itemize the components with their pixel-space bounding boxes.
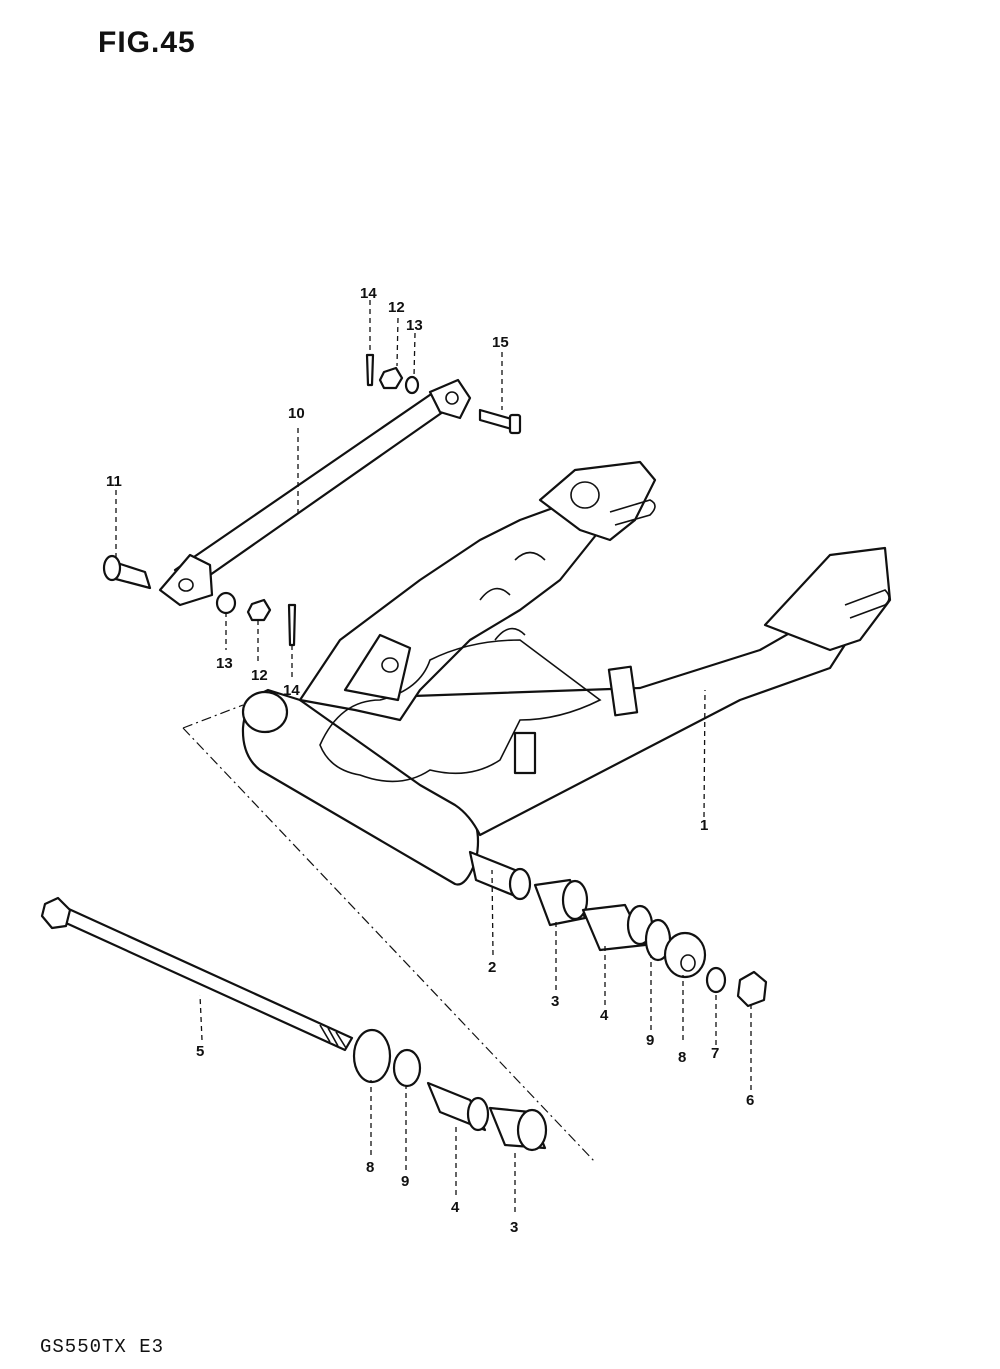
callout-5: 5	[196, 1043, 204, 1060]
pivot-axis-line-upper	[182, 704, 244, 729]
leader-lines	[115, 300, 752, 1212]
callout-13-lower: 13	[216, 655, 233, 672]
nut-upper	[378, 366, 404, 390]
callout-2: 2	[488, 959, 496, 976]
callout-11: 11	[106, 473, 122, 490]
callout-15: 15	[492, 334, 509, 351]
callout-14-upper: 14	[360, 285, 377, 302]
callout-12-lower: 12	[251, 667, 268, 684]
callout-8: 8	[678, 1049, 686, 1066]
callout-13-upper: 13	[406, 317, 423, 334]
link-bolt-11	[102, 554, 152, 590]
callout-3-left: 3	[510, 1219, 518, 1236]
callout-4: 4	[600, 1007, 609, 1024]
callout-3: 3	[551, 993, 559, 1010]
callout-14-lower: 14	[283, 682, 300, 699]
callout-labels: 1 2 3 4 9 8 7 6 5 8 9 4 3 10 11 14 12 13…	[106, 285, 754, 1236]
washer-upper	[404, 375, 420, 395]
pivot-shaft-5	[40, 896, 354, 1052]
callout-10: 10	[288, 405, 305, 422]
callout-9: 9	[646, 1032, 654, 1049]
torque-link-rod	[158, 378, 472, 607]
seal-9-left	[392, 1048, 422, 1088]
model-code: GS550TX E3	[40, 1336, 165, 1358]
cotter-pin-upper	[365, 353, 375, 387]
dust-cap-8-left	[352, 1028, 392, 1084]
washer-7	[705, 966, 727, 994]
callout-1: 1	[700, 817, 708, 834]
swing-arm	[241, 460, 892, 886]
callout-6: 6	[746, 1092, 754, 1109]
callout-8-left: 8	[366, 1159, 374, 1176]
figure-title: FIG.45	[98, 26, 196, 59]
callout-12-upper: 12	[388, 299, 405, 316]
pivot-nut-6	[736, 970, 768, 1008]
callout-4-left: 4	[451, 1199, 460, 1216]
washer-lower	[215, 591, 237, 615]
link-bolt-15	[478, 408, 522, 435]
callout-9-left: 9	[401, 1173, 409, 1190]
nut-lower	[246, 598, 272, 622]
callout-7: 7	[711, 1045, 719, 1062]
cotter-pin-lower	[287, 603, 297, 647]
